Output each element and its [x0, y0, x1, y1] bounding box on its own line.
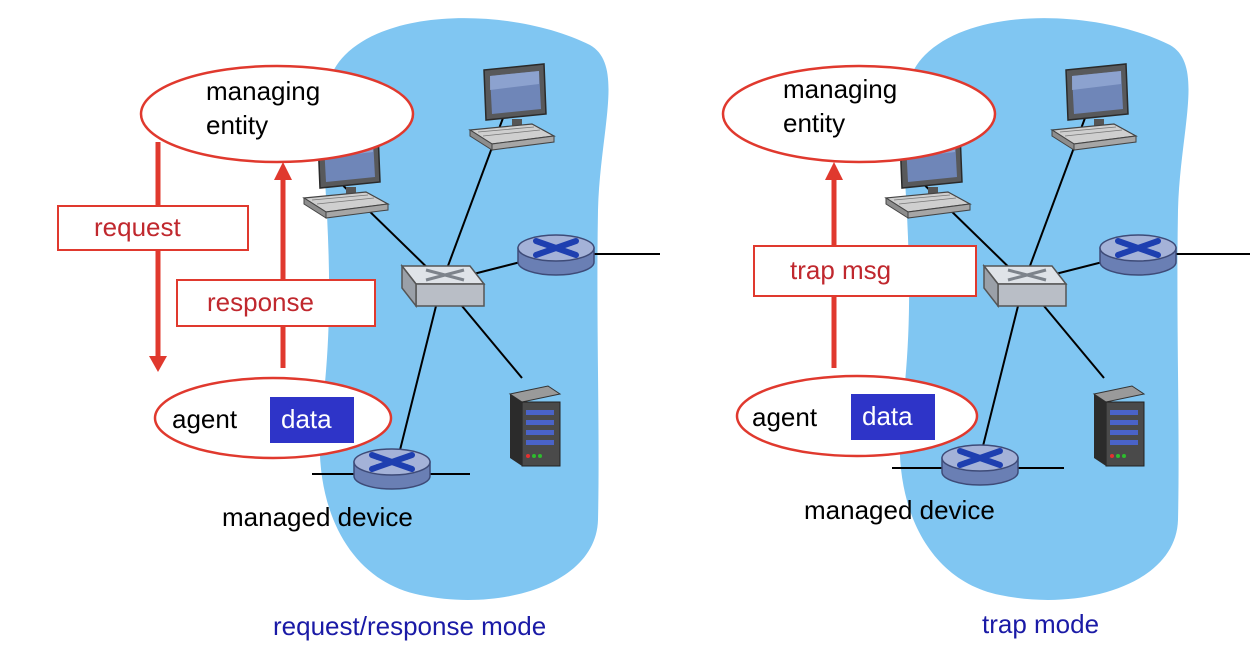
data-box	[851, 394, 935, 440]
managing-entity-label-line2: entity	[783, 108, 845, 138]
response-box	[176, 279, 376, 327]
request-box	[57, 205, 249, 251]
managing-entity-ellipse	[139, 64, 415, 164]
managed-device-label: managed device	[804, 495, 995, 525]
request-arrowhead	[149, 356, 167, 372]
request-label: request	[94, 212, 181, 242]
managing-entity-ellipse	[721, 64, 997, 164]
mode-caption: request/response mode	[273, 611, 546, 641]
data-label: data	[281, 404, 332, 434]
managing-entity-label-line1: managing	[783, 74, 897, 104]
managed-device-label: managed device	[222, 502, 413, 532]
mode-caption: trap mode	[982, 609, 1099, 639]
router-icon	[942, 445, 1018, 485]
link-line	[979, 281, 1025, 459]
trap-msg-label: trap msg	[790, 255, 891, 285]
router-icon	[1100, 235, 1176, 275]
trap-msg-box	[753, 245, 977, 297]
response-arrowhead	[274, 162, 292, 180]
left-panel: managing entity request response agent d…	[57, 18, 660, 641]
data-label: data	[862, 401, 913, 431]
switch-icon	[400, 264, 486, 308]
managing-entity-label-line2: entity	[206, 110, 268, 140]
data-box	[270, 397, 354, 443]
router-icon	[354, 449, 430, 489]
trap-arrowhead	[825, 162, 843, 180]
agent-label: agent	[172, 404, 238, 434]
router-icon	[518, 235, 594, 275]
link-line	[397, 281, 443, 459]
switch-icon	[982, 264, 1068, 308]
right-panel: managing entity trap msg agent data mana…	[721, 18, 1250, 639]
agent-label: agent	[752, 402, 818, 432]
response-label: response	[207, 287, 314, 317]
managing-entity-label-line1: managing	[206, 76, 320, 106]
